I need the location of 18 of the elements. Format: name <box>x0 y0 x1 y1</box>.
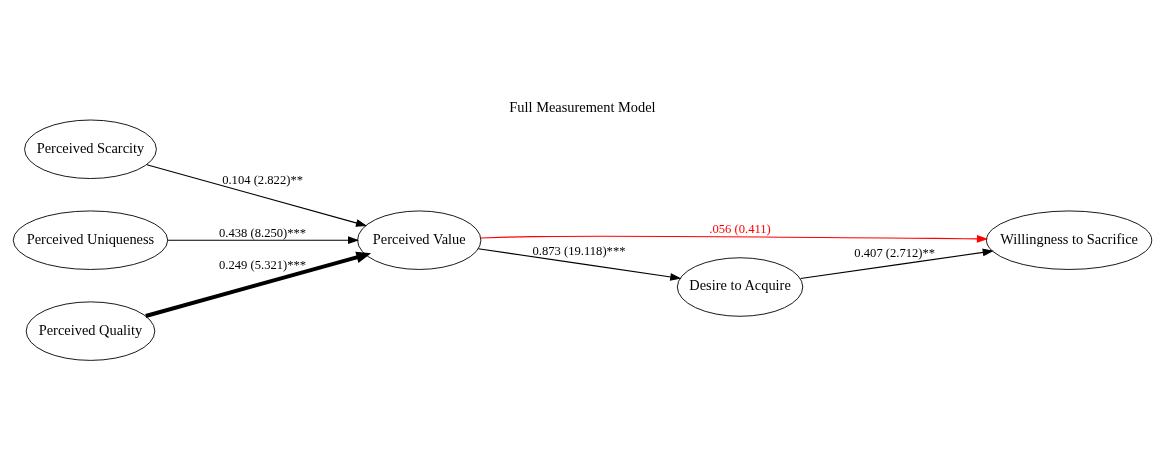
diagram-title: Full Measurement Model <box>509 98 656 115</box>
edge-label: .056 (0.411) <box>709 221 771 236</box>
arrow <box>800 248 994 279</box>
arrow <box>145 251 372 318</box>
arrow <box>477 247 682 281</box>
node-ellipse: Willingness to Sacrifice <box>986 210 1153 270</box>
node-ellipse: Perceived Scarcity <box>24 119 157 179</box>
edge-label: 0.873 (19.118)*** <box>532 243 626 258</box>
edge-label: 0.438 (8.250)*** <box>219 225 307 240</box>
arrow <box>146 163 368 227</box>
edge-label: 0.407 (2.712)** <box>854 245 936 260</box>
node-ellipse: Perceived Quality <box>25 300 156 361</box>
node-ellipse: Perceived Uniqueness <box>12 210 169 270</box>
edge-label: 0.249 (5.321)*** <box>219 257 307 272</box>
edge-label: 0.104 (2.822)** <box>222 172 303 187</box>
arrow <box>480 234 989 243</box>
node-ellipse: Desire to Acquire <box>676 256 804 317</box>
arrow <box>167 235 360 244</box>
